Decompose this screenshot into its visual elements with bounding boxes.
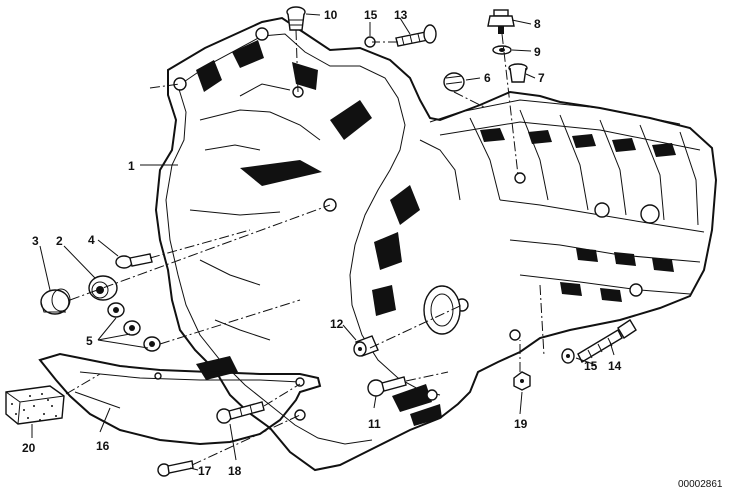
bell-housing: [154, 16, 718, 472]
callout-labels: 1 2 3 4 5 6 7 8 9 10 11 12 13 14 15 15 1…: [22, 8, 622, 478]
callout-17: 17: [198, 464, 212, 478]
callout-20: 20: [22, 441, 36, 455]
alignment-lines: [65, 29, 545, 466]
part-13-bolt: [395, 24, 437, 47]
callout-11: 11: [368, 417, 381, 431]
part-15-washer-side: [561, 348, 575, 364]
part-19-nut: [513, 371, 531, 391]
callout-1: 1: [128, 159, 135, 173]
callout-18: 18: [228, 464, 242, 478]
part-18-bolt: [216, 401, 265, 424]
callout-12: 12: [330, 317, 344, 331]
callout-3: 3: [32, 234, 39, 248]
part-3-bush: [40, 288, 71, 315]
callout-15-top: 15: [364, 8, 378, 22]
leader-lines: [31, 13, 615, 471]
part-12-sleeve: [353, 335, 379, 357]
part-9-washer: [492, 45, 512, 55]
dust-cover-plate: [38, 352, 322, 446]
callout-10: 10: [324, 8, 338, 22]
part-8-switch: [487, 9, 515, 34]
diagram-reference-number: 00002861: [678, 479, 723, 490]
callout-16: 16: [96, 439, 110, 453]
callout-13: 13: [394, 8, 408, 22]
callout-19: 19: [514, 417, 528, 431]
part-10-plug: [286, 6, 306, 31]
callout-6: 6: [484, 71, 491, 85]
part-17-bolt: [157, 460, 194, 477]
part-20-damper-block: [5, 385, 65, 425]
callout-4: 4: [88, 233, 95, 247]
part-5-sleeves: [107, 302, 161, 352]
callout-8: 8: [534, 17, 541, 31]
callout-15-side: 15: [584, 359, 598, 373]
gearbox-case: [429, 99, 705, 302]
part-4-bolt: [115, 253, 153, 269]
callout-7: 7: [538, 71, 545, 85]
part-7-plug: [508, 63, 528, 83]
part-2-bush: [88, 275, 118, 301]
callout-5: 5: [86, 334, 93, 348]
callout-9: 9: [534, 45, 541, 59]
callout-14: 14: [608, 359, 622, 373]
part-6-plug: [443, 72, 465, 92]
callout-2: 2: [56, 234, 63, 248]
